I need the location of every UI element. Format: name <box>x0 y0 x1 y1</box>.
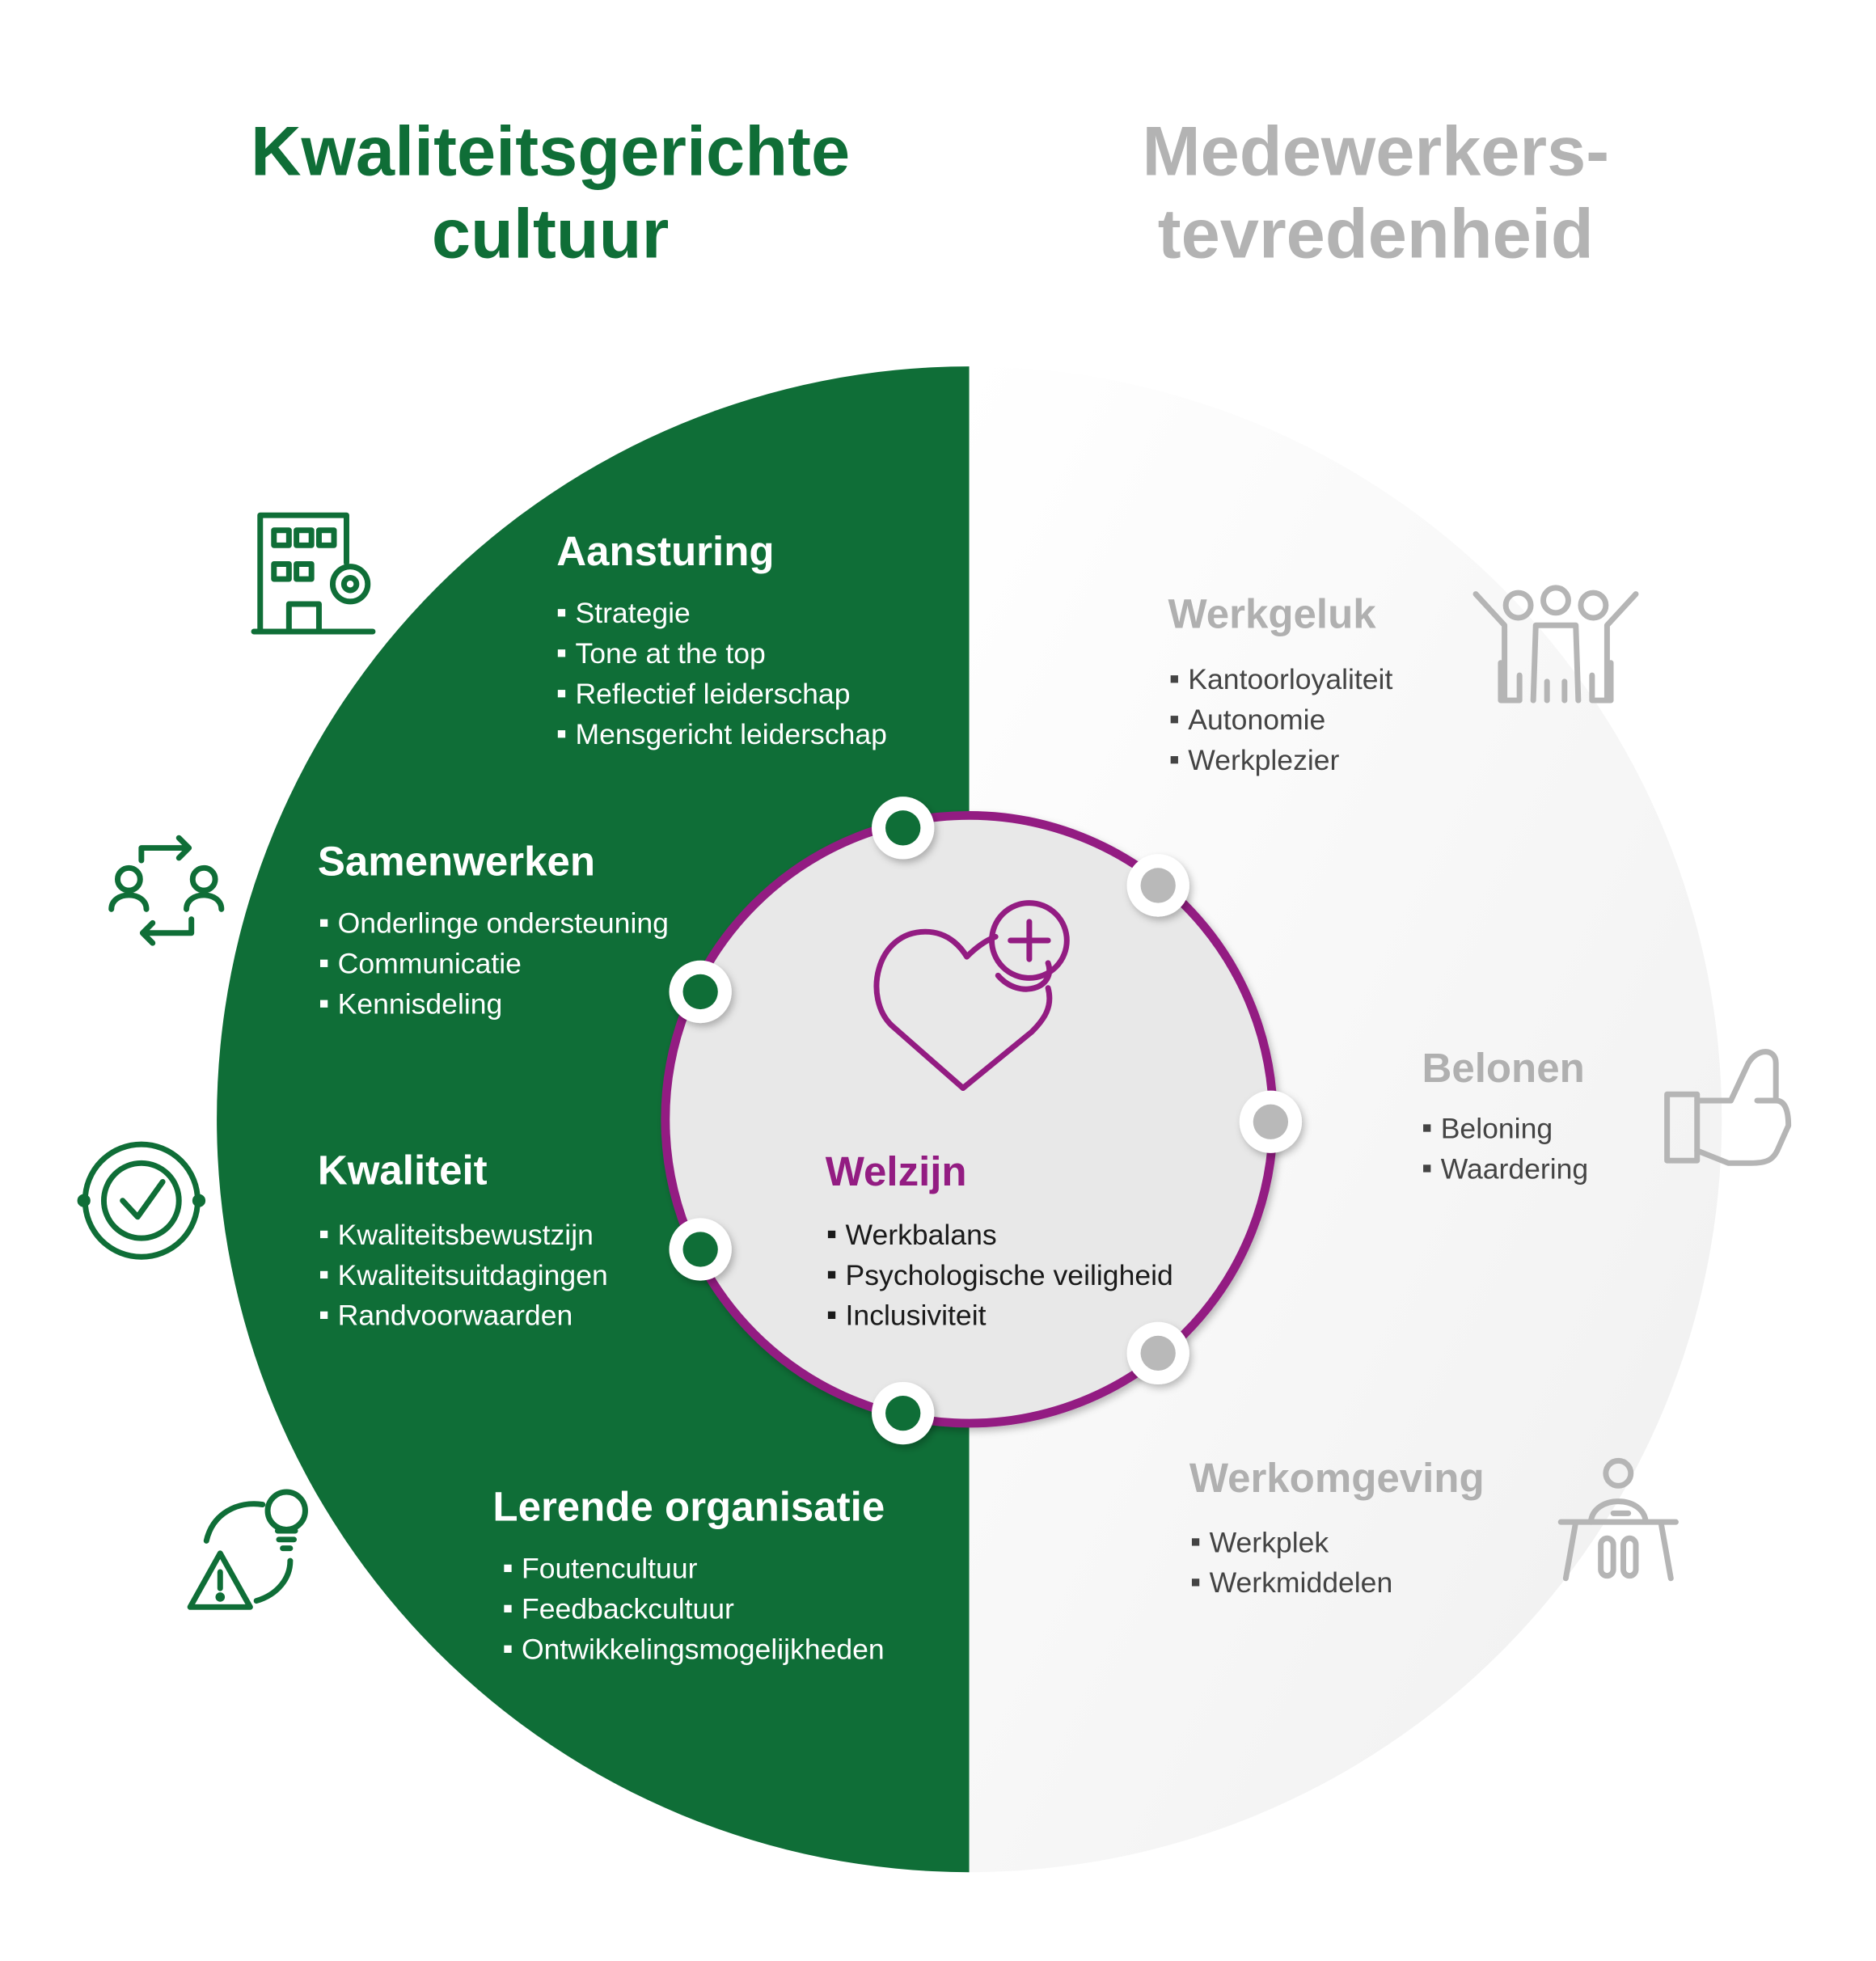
section-heading: Aansturing <box>556 528 774 574</box>
section-item: Onderlinge ondersteuning <box>338 907 669 940</box>
section-item: Werkmiddelen <box>1210 1566 1393 1599</box>
heart-plus-icon <box>873 900 1070 1091</box>
section-item: Psychologische veiligheid <box>846 1259 1173 1291</box>
bullet-icon <box>557 730 566 738</box>
bullet-icon <box>827 1311 836 1319</box>
people-cheering-icon <box>1472 585 1639 704</box>
bullet-icon <box>1191 1538 1200 1546</box>
bullet-icon <box>1191 1579 1200 1587</box>
section-item: Ontwikkelingsmogelijkheden <box>522 1633 885 1666</box>
section-item: Randvoorwaarden <box>338 1300 573 1332</box>
bullet-icon <box>827 1230 836 1239</box>
section-item: Werkbalans <box>846 1219 997 1251</box>
bullet-icon <box>320 1000 328 1008</box>
section-heading: Lerende organisatie <box>492 1484 885 1530</box>
section-heading: Samenwerken <box>318 839 595 885</box>
bullet-icon <box>1423 1124 1431 1132</box>
section-heading: Belonen <box>1422 1045 1585 1091</box>
thumbs-up-icon <box>1664 1049 1792 1166</box>
building-gear-icon <box>251 512 376 635</box>
bullet-icon <box>1423 1164 1431 1173</box>
section-item: Reflectief leiderschap <box>575 678 850 710</box>
section-heading: Werkgeluk <box>1168 590 1377 636</box>
section-item: Kantoorloyaliteit <box>1188 663 1392 695</box>
section-item: Mensgericht leiderschap <box>575 718 886 750</box>
node-green <box>682 974 718 1010</box>
section-item: Strategie <box>575 597 690 629</box>
section-item: Feedbackcultuur <box>522 1593 734 1625</box>
title-left-line2: cultuur <box>432 196 669 273</box>
node-gray <box>1140 1335 1176 1371</box>
node-green <box>885 810 921 846</box>
people-exchange-icon <box>108 835 225 946</box>
title-right-line2: tevredenheid <box>1158 196 1594 273</box>
section-item: Inclusiviteit <box>846 1300 987 1332</box>
bullet-icon <box>557 609 566 617</box>
node-green <box>682 1232 718 1267</box>
section-item: Beloning <box>1441 1112 1553 1144</box>
section-heading: Werkomgeving <box>1189 1455 1485 1501</box>
section-item: Kwaliteitsuitdagingen <box>338 1259 608 1291</box>
bullet-icon <box>1170 675 1178 683</box>
title-left-line1: Kwaliteitsgerichte <box>251 113 850 191</box>
bullet-icon <box>320 1270 328 1279</box>
left-half-circle <box>217 366 970 1873</box>
bullet-icon <box>320 1230 328 1239</box>
bullet-icon <box>557 690 566 698</box>
bullet-icon <box>504 1645 512 1653</box>
title-right-line1: Medewerkers- <box>1143 113 1610 191</box>
bullet-icon <box>827 1270 836 1279</box>
bullet-icon <box>557 649 566 657</box>
warning-lightbulb-icon <box>187 1489 308 1610</box>
right-half-circle <box>969 366 1722 1873</box>
section-item: Autonomie <box>1188 704 1325 736</box>
node-green <box>885 1395 921 1431</box>
section-heading: Welzijn <box>826 1148 967 1194</box>
check-circle-icon <box>77 1141 206 1260</box>
bullet-icon <box>1170 756 1178 764</box>
person-desk-icon <box>1557 1457 1679 1582</box>
bullet-icon <box>320 959 328 967</box>
connector-nodes <box>669 797 1303 1445</box>
section-item: Werkplezier <box>1188 744 1339 776</box>
node-gray <box>1253 1104 1289 1139</box>
section-item: Communicatie <box>338 948 522 980</box>
section-item: Tone at the top <box>575 637 765 670</box>
bullet-icon <box>320 1311 328 1319</box>
section-item: Kennisdeling <box>338 988 503 1021</box>
bullet-icon <box>504 1604 512 1612</box>
section-item: Waardering <box>1441 1152 1589 1185</box>
node-gray <box>1140 868 1176 903</box>
bullet-icon <box>320 919 328 927</box>
section-item: Kwaliteitsbewustzijn <box>338 1219 594 1251</box>
section-item: Werkplek <box>1210 1526 1329 1558</box>
bullet-icon <box>1170 716 1178 724</box>
bullet-icon <box>504 1564 512 1573</box>
welzijn-circle <box>661 810 1278 1428</box>
section-item: Foutencultuur <box>522 1553 698 1585</box>
section-heading: Kwaliteit <box>318 1147 488 1194</box>
